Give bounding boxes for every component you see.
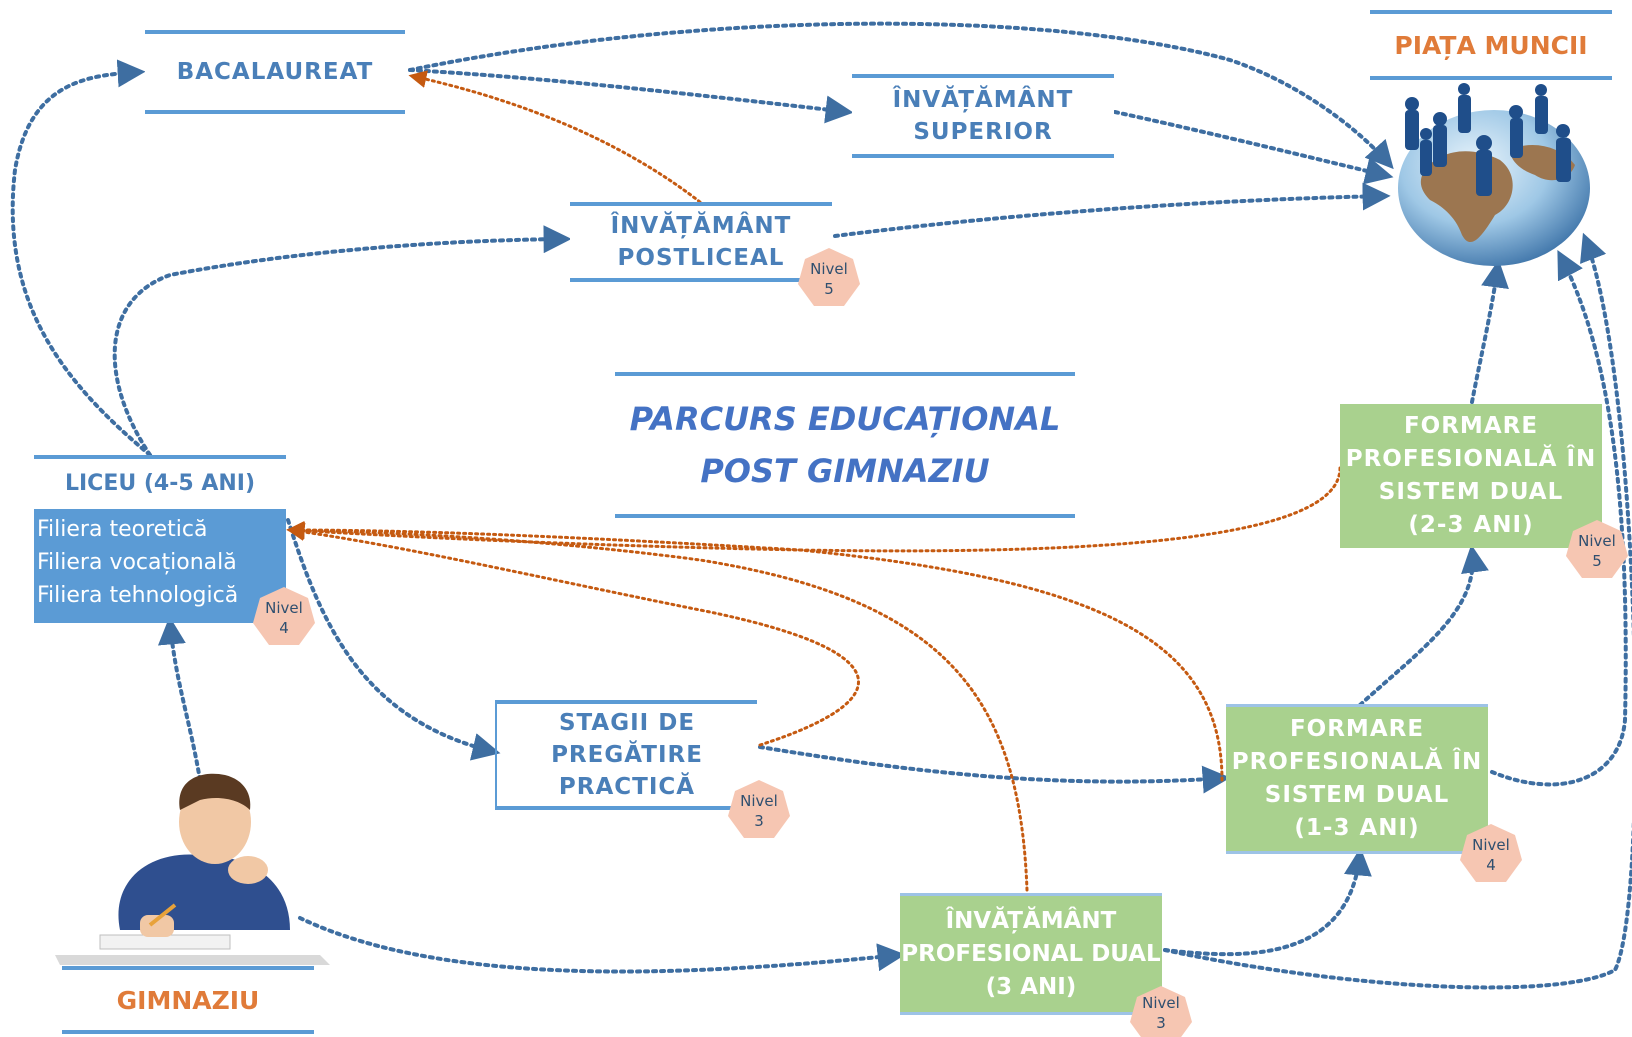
formare-1-3-line2: PROFESIONALĂ ÎN (1231, 749, 1483, 775)
arrow-stagii-to-liceu (286, 523, 860, 747)
node-liceu: LICEU (4-5 ANI) Filiera teoretică Filier… (34, 455, 286, 623)
arrow-bacalaureat-to-piata (408, 21, 1394, 170)
gimnaziu-label: GIMNAZIU (116, 985, 260, 1015)
badge-formare-2-3-nivel: Nivel 5 (1564, 518, 1630, 584)
arrow-bacalaureat-to-superior (408, 68, 854, 124)
badge-prof-dual-level: 3 (1156, 1014, 1166, 1032)
superior-line2: SUPERIOR (913, 119, 1053, 145)
liceu-label: LICEU (4-5 ANI) (34, 455, 286, 509)
postliceal-line1: ÎNVĂȚĂMÂNT (610, 213, 792, 239)
superior-line1: ÎNVĂȚĂMÂNT (892, 87, 1074, 113)
arrow-liceu-to-postliceal (112, 225, 572, 457)
node-gimnaziu: GIMNAZIU (62, 966, 314, 1034)
filiera-vocationala: Filiera vocațională (37, 550, 237, 575)
arrow-liceu-to-stagii (286, 518, 501, 761)
bacalaureat-label: BACALAUREAT (176, 59, 374, 85)
badge-prof-dual-label: Nivel (1142, 994, 1180, 1012)
arrow-postliceal-to-bacalaureat (408, 70, 702, 204)
arrow-prof-dual-to-liceu (286, 521, 1029, 892)
formare-2-3-line3: SISTEM DUAL (1378, 479, 1564, 505)
stagii-line2: PREGĂTIRE (551, 742, 703, 768)
arrow-prof-dual-to-piata (1163, 232, 1632, 990)
badge-stagii-nivel: Nivel 3 (726, 778, 792, 844)
node-formare-dual-2-3: FORMARE PROFESIONALĂ ÎN SISTEM DUAL (2-3… (1340, 404, 1602, 548)
badge-formare-2-3-level: 5 (1592, 552, 1602, 570)
arrow-formare-1-3-to-liceu (286, 521, 1224, 782)
badge-postliceal-nivel: Nivel 5 (796, 246, 862, 312)
prof-dual-line1: ÎNVĂȚĂMÂNT (945, 907, 1117, 934)
badge-prof-dual-nivel: Nivel 3 (1128, 984, 1194, 1037)
heptagon-icon (798, 248, 860, 306)
prof-dual-line2: PROFESIONAL DUAL (901, 940, 1161, 967)
node-bacalaureat: BACALAUREAT (145, 30, 405, 114)
heptagon-icon (1460, 824, 1522, 882)
arrow-formare-1-3-to-piata (1490, 250, 1628, 787)
arrow-gimnaziu-to-prof-dual (298, 916, 906, 974)
stagii-line3: PRACTICĂ (558, 774, 696, 800)
globe-with-business-people-icon (1398, 83, 1590, 266)
badge-stagii-label: Nivel (740, 792, 778, 810)
formare-2-3-line4: (2-3 ANI) (1408, 512, 1534, 538)
formare-2-3-line2: PROFESIONALĂ ÎN (1345, 446, 1597, 472)
formare-1-3-line4: (1-3 ANI) (1294, 815, 1420, 841)
postliceal-line2: POSTLICEAL (617, 245, 785, 271)
node-invatamant-postliceal: ÎNVĂȚĂMÂNT POSTLICEAL (570, 202, 832, 282)
badge-liceu-nivel: Nivel 4 (251, 585, 317, 651)
student-thinking-icon (55, 773, 330, 965)
formare-2-3-line1: FORMARE (1403, 413, 1539, 439)
arrow-formare-1-3-to-formare-2-3 (1358, 544, 1489, 707)
badge-postliceal-level: 5 (824, 280, 834, 298)
node-formare-dual-1-3: FORMARE PROFESIONALĂ ÎN SISTEM DUAL (1-3… (1226, 704, 1488, 854)
arrow-prof-dual-to-formare-1-3 (1163, 847, 1372, 957)
arrow-gimnaziu-to-liceu (157, 616, 202, 782)
piata-muncii-label: PIAȚA MUNCII (1394, 30, 1588, 60)
arrow-formare-2-3-to-piata (1470, 259, 1509, 404)
badge-formare-1-3-label: Nivel (1472, 836, 1510, 854)
filiera-tehnologica: Filiera tehnologică (37, 583, 239, 608)
node-stagii: STAGII DE PREGĂTIRE PRACTICĂ (495, 700, 757, 810)
arrow-stagii-to-formare-1-3 (758, 745, 1231, 794)
badge-formare-1-3-level: 4 (1486, 856, 1496, 874)
diagram-title: PARCURS EDUCAȚIONAL POST GIMNAZIU (615, 372, 1075, 518)
badge-postliceal-label: Nivel (810, 260, 848, 278)
arrow-superior-to-piata (1113, 110, 1394, 185)
heptagon-icon (1566, 520, 1628, 578)
badge-liceu-level: 4 (279, 619, 289, 637)
badge-formare-2-3-label: Nivel (1578, 532, 1616, 550)
badge-liceu-label: Nivel (265, 599, 303, 617)
heptagon-icon (728, 780, 790, 838)
arrow-postliceal-to-piata (833, 182, 1391, 238)
title-line2: POST GIMNAZIU (700, 452, 990, 490)
formare-1-3-line1: FORMARE (1289, 716, 1425, 742)
badge-formare-1-3-nivel: Nivel 4 (1458, 822, 1524, 888)
node-invatamant-superior: ÎNVĂȚĂMÂNT SUPERIOR (852, 74, 1114, 158)
badge-stagii-level: 3 (754, 812, 764, 830)
heptagon-icon (1130, 986, 1192, 1037)
node-invatamant-profesional-dual: ÎNVĂȚĂMÂNT PROFESIONAL DUAL (3 ANI) (900, 893, 1162, 1015)
formare-1-3-line3: SISTEM DUAL (1264, 782, 1450, 808)
prof-dual-line3: (3 ANI) (985, 973, 1077, 1000)
arrow-liceu-to-bacalaureat (10, 59, 152, 457)
node-piata-muncii: PIAȚA MUNCII (1370, 10, 1612, 80)
filiera-teoretica: Filiera teoretică (37, 517, 208, 542)
liceu-filiere-box: Filiera teoretică Filiera vocațională Fi… (34, 509, 286, 623)
title-line1: PARCURS EDUCAȚIONAL (629, 400, 1061, 438)
stagii-line1: STAGII DE (558, 710, 696, 736)
heptagon-icon (253, 587, 315, 645)
